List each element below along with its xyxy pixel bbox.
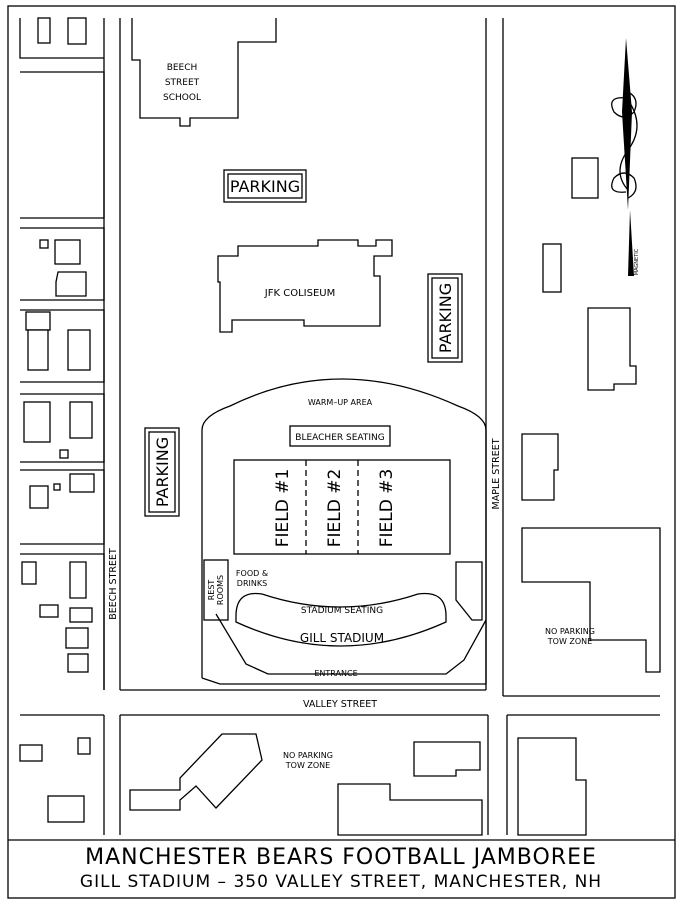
field-2-label: FIELD #2 xyxy=(325,469,345,548)
parking-left: PARKING xyxy=(144,427,180,517)
svg-text:PARKING: PARKING xyxy=(436,283,455,353)
east-stand xyxy=(455,561,483,621)
west-blocks xyxy=(19,17,105,823)
field-1-label: FIELD #1 xyxy=(273,469,293,548)
east-no-parking-2: TOW ZONE xyxy=(547,637,592,646)
compass-label: MAGNETIC xyxy=(634,248,640,275)
school-label-2: STREET xyxy=(165,78,200,88)
field-3-label: FIELD #3 xyxy=(377,469,397,548)
warmup-label: WARM–UP AREA xyxy=(308,398,373,407)
east-no-parking-1: NO PARKING xyxy=(545,627,595,636)
stadium-seating xyxy=(235,592,447,647)
svg-text:PARKING: PARKING xyxy=(230,177,300,196)
bleacher-label: BLEACHER SEATING xyxy=(295,433,384,443)
valley-street-label: VALLEY STREET xyxy=(303,699,377,710)
food-label-1: FOOD & xyxy=(236,569,268,578)
map-title: MANCHESTER BEARS FOOTBALL JAMBOREE xyxy=(85,845,597,870)
parking-top: PARKING xyxy=(223,169,307,203)
stadium-seating-label: STADIUM SEATING xyxy=(301,606,383,616)
map-subtitle: GILL STADIUM – 350 VALLEY STREET, MANCHE… xyxy=(80,872,602,892)
field-area xyxy=(233,459,451,555)
beech-street-school: BEECH STREET SCHOOL xyxy=(131,18,277,127)
jfk-coliseum: JFK COLISEUM xyxy=(217,239,393,333)
school-label-1: BEECH xyxy=(167,63,198,73)
gill-stadium-label: GILL STADIUM xyxy=(300,631,384,645)
north-arrow-icon: MAGNETIC xyxy=(611,38,640,276)
south-no-parking-1: NO PARKING xyxy=(283,751,333,760)
restrooms xyxy=(203,559,229,621)
svg-text:ROOMS: ROOMS xyxy=(216,575,225,605)
parking-right: PARKING xyxy=(427,273,463,363)
south-blocks: NO PARKING TOW ZONE xyxy=(129,733,587,836)
food-label-2: DRINKS xyxy=(237,579,267,588)
svg-text:REST: REST xyxy=(207,580,216,601)
bleacher-seating xyxy=(289,425,391,447)
school-label-3: SCHOOL xyxy=(163,93,201,103)
east-blocks: NO PARKING TOW ZONE xyxy=(521,157,661,673)
beech-street-label: BEECH STREET xyxy=(108,548,119,620)
maple-street-label: MAPLE STREET xyxy=(491,438,502,509)
map-border xyxy=(7,5,676,899)
gill-stadium-complex: WARM–UP AREA BLEACHER SEATING FIELD #1 F… xyxy=(201,378,487,685)
entrance-label: ENTRANCE xyxy=(314,669,357,678)
svg-text:PARKING: PARKING xyxy=(153,437,172,507)
coliseum-label: JFK COLISEUM xyxy=(264,288,335,299)
south-no-parking-2: TOW ZONE xyxy=(285,761,330,770)
